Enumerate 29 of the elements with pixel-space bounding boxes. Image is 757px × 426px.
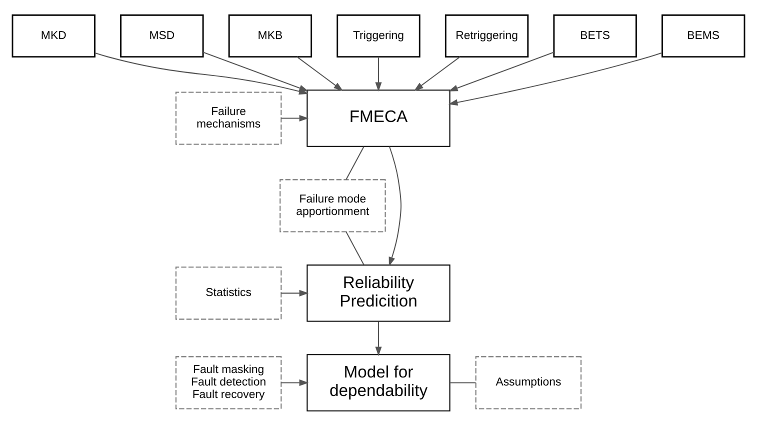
node-box: FMECA — [306, 90, 450, 147]
node-box: Model for dependability — [306, 354, 450, 412]
arrow — [388, 146, 402, 266]
node-box: Fault masking Fault detection Fault recovery — [175, 356, 282, 410]
node-box: Assumptions — [475, 356, 582, 410]
node-box: Triggering — [336, 14, 420, 58]
node-box: MSD — [120, 14, 204, 58]
node-box: Reliability Predicition — [306, 264, 450, 322]
arrow — [448, 52, 554, 92]
arrow — [296, 56, 344, 91]
connector — [450, 382, 476, 384]
arrow — [414, 56, 460, 91]
node-box: Failure mode apportionment — [280, 179, 386, 232]
node-box: Retriggering — [444, 14, 529, 58]
arrow — [281, 290, 309, 296]
node-box: MKB — [228, 14, 312, 58]
arrow — [281, 379, 309, 386]
node-box: Statistics — [175, 266, 282, 320]
arrow — [375, 56, 382, 92]
arrow — [375, 321, 382, 356]
node-box: Failure mechanisms — [175, 92, 282, 145]
connector — [346, 146, 364, 180]
arrow — [202, 52, 309, 92]
connector — [346, 232, 364, 266]
node-box: MKD — [12, 14, 96, 58]
node-box: BEMS — [662, 14, 746, 58]
node-box: BETS — [553, 14, 637, 58]
arrow — [281, 114, 309, 122]
arrow — [448, 52, 662, 106]
